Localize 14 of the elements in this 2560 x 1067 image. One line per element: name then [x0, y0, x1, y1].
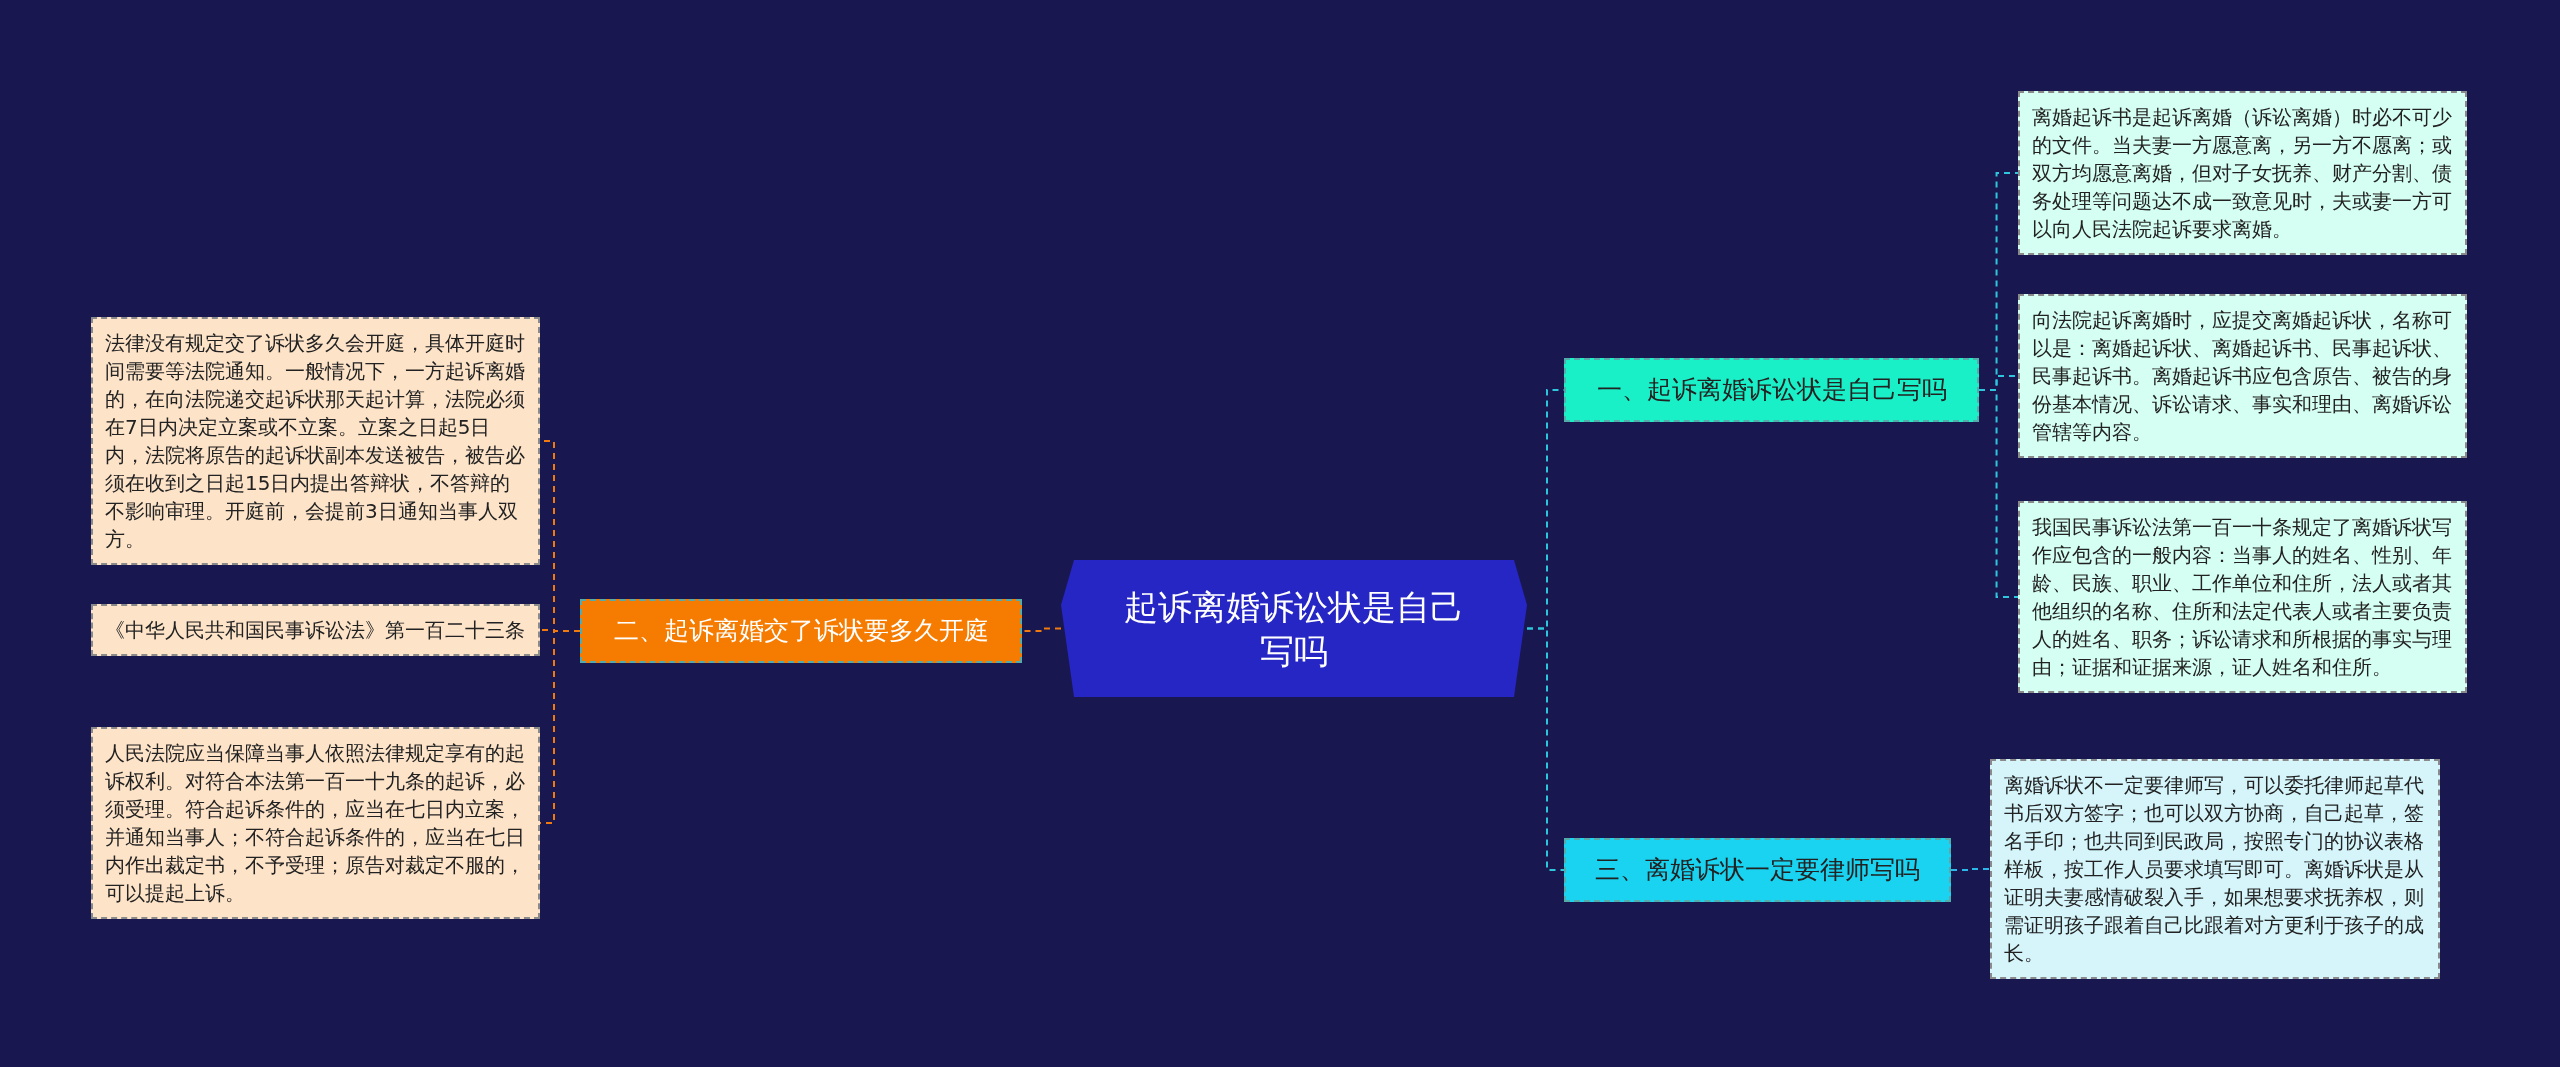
note-box: 离婚起诉书是起诉离婚（诉讼离婚）时必不可少的文件。当夫妻一方愿意离，另一方不愿离；或双方均愿意离婚，但对子女抚养、财产分割、债务处理等问题达不成一致意见时，夫或妻一方可以向人民法院起诉要求离婚。: [2018, 91, 2467, 255]
topic-box: 一、起诉离婚诉讼状是自己写吗: [1564, 358, 1979, 422]
note-box: 向法院起诉离婚时，应提交离婚起诉状，名称可以是：离婚起诉状、离婚起诉书、民事起诉状、民事起诉书。离婚起诉书应包含原告、被告的身份基本情况、诉讼请求、事实和理由、离婚诉讼管辖等内容。: [2018, 294, 2467, 458]
note-box: 我国民事诉讼法第一百一十条规定了离婚诉状写作应包含的一般内容：当事人的姓名、性别、年龄、民族、职业、工作单位和住所，法人或者其他组织的名称、住所和法定代表人或者主要负责人的姓名、职务；诉讼请求和所根据的事实与理由；证据和证据来源，证人姓名和住所。: [2018, 501, 2467, 693]
central-topic: 起诉离婚诉讼状是自己写吗: [1061, 560, 1527, 697]
connector-line: [1978, 389, 2019, 598]
topic-box: 三、离婚诉状一定要律师写吗: [1564, 838, 1951, 902]
note-box: 《中华人民共和国民事诉讼法》第一百二十三条: [91, 604, 540, 656]
topic-box: 二、起诉离婚交了诉状要多久开庭: [580, 599, 1022, 663]
note-box: 人民法院应当保障当事人依照法律规定享有的起诉权利。对符合本法第一百一十九条的起诉，必须受理。符合起诉条件的，应当在七日内立案，并通知当事人；不符合起诉条件的，应当在七日内作出裁定书，不予受理；原告对裁定不服的，可以提起上诉。: [91, 727, 540, 919]
note-box: 法律没有规定交了诉状多久会开庭，具体开庭时间需要等法院通知。一般情况下，一方起诉离婚的，在向法院递交起诉状那天起计算，法院必须在7日内决定立案或不立案。立案之日起5日内，法院将原告的起诉状副本发送被告，被告必须在收到之日起15日内提出答辩状，不答辩的不影响审理。开庭前，会提前3日通知当事人双方。: [91, 317, 540, 565]
connector-line: [1950, 868, 1991, 871]
note-box: 离婚诉状不一定要律师写，可以委托律师起草代书后双方签字；也可以双方协商，自己起草，签名手印；也共同到民政局，按照专门的协议表格样板，按工作人员要求填写即可。离婚诉状是从证明夫妻感情破裂入手，如果想要求抚养权，则需证明孩子跟着自己比跟着对方更利于孩子的成长。: [1990, 759, 2440, 979]
connector-line: [1526, 627, 1565, 871]
